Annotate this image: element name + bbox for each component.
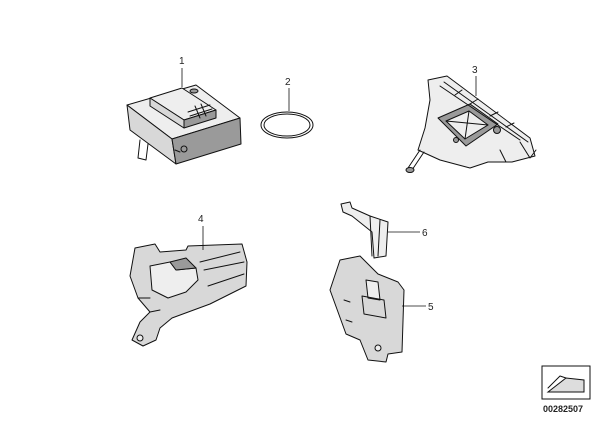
callout-2: 2 (285, 77, 291, 88)
callout-5: 5 (428, 302, 434, 313)
part-control-unit (126, 84, 242, 165)
callout-4: 4 (198, 214, 204, 225)
part-panel (329, 255, 405, 363)
part-actuator-bracket (405, 75, 537, 173)
car-section-icon (546, 375, 585, 393)
catalog-number: 00282507 (543, 404, 583, 414)
catalog-reference: 00282507 (541, 365, 591, 414)
callout-3: 3 (472, 65, 478, 76)
part-strip-bracket (340, 201, 389, 259)
callout-6: 6 (422, 228, 428, 239)
part-o-ring (260, 111, 314, 139)
callout-1: 1 (179, 56, 185, 67)
part-cover-shield (129, 243, 248, 347)
